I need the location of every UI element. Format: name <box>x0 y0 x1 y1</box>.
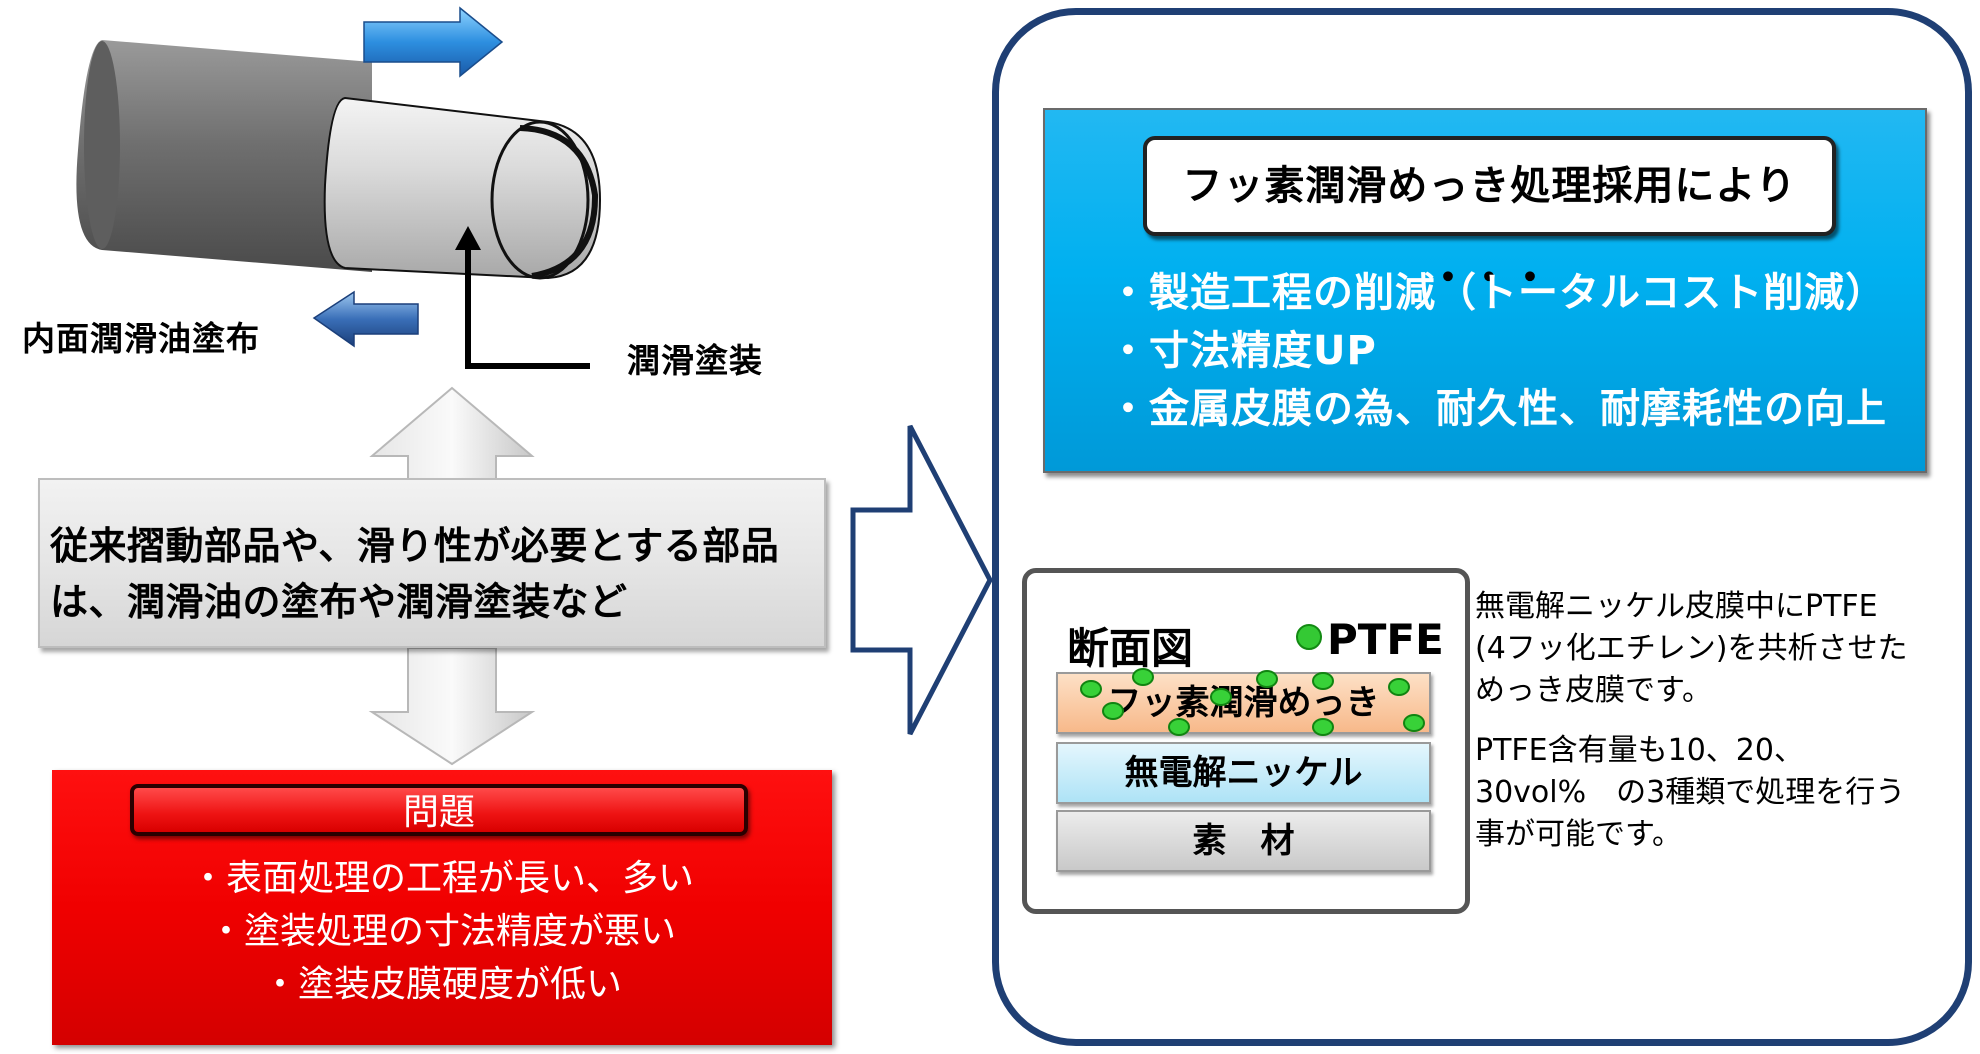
benefits-title: フッ素潤滑めっき処理採用により ・・・ <box>1143 136 1836 301</box>
problem-item: ・塗装処理の寸法精度が悪い <box>207 911 676 952</box>
description-line: めっき皮膜です。 <box>1475 673 1712 708</box>
right-arrow-icon <box>850 424 993 736</box>
benefit-item: ・寸法精度UP <box>1108 328 1377 374</box>
ptfe-particle <box>1256 670 1278 688</box>
ptfe-particle <box>1403 714 1425 732</box>
benefits-list: ・製造工程の削減（トータルコスト削減） ・寸法精度UP ・金属皮膜の為、耐久性、… <box>1108 264 1887 438</box>
description-line: 事が可能です。 <box>1475 817 1682 852</box>
problem-item: ・表面処理の工程が長い、多い <box>189 858 694 899</box>
description-line: (4フッ化エチレン)を共析させた <box>1475 631 1908 666</box>
coating-pointer <box>465 242 590 369</box>
outer-cylinder <box>76 40 373 272</box>
ptfe-particle <box>1080 680 1102 698</box>
ptfe-particle <box>1102 702 1124 720</box>
arrow-left-icon <box>312 290 419 348</box>
problem-item: ・塗装皮膜硬度が低い <box>261 964 622 1005</box>
conventional-line-2: は、潤滑油の塗布や潤滑塗装など <box>50 580 628 624</box>
benefit-item: ・製造工程の削減（トータルコスト削減） <box>1108 270 1887 316</box>
conventional-method-box: 従来摺動部品や、滑り性が必要とする部品 は、潤滑油の塗布や潤滑塗装など <box>38 478 826 648</box>
description-paragraph-1: 無電解ニッケル皮膜中にPTFE (4フッ化エチレン)を共析させた めっき皮膜です… <box>1475 586 1908 712</box>
ptfe-legend-icon <box>1296 624 1322 650</box>
ptfe-legend-label: PTFE <box>1327 615 1444 664</box>
layer-electroless-nickel: 無電解ニッケル <box>1056 742 1431 804</box>
ptfe-particle <box>1312 718 1334 736</box>
description-line: 30vol% の3種類で処理を行う <box>1475 775 1906 810</box>
problem-title: 問題 <box>130 784 748 836</box>
coating-pointer-head <box>455 226 481 250</box>
inner-cylinder <box>323 96 602 280</box>
arrow-right-icon <box>363 6 504 78</box>
description-paragraph-2: PTFE含有量も10、20、 30vol% の3種類で処理を行う 事が可能です。 <box>1475 730 1905 856</box>
ptfe-particle <box>1132 668 1154 686</box>
benefit-item: ・金属皮膜の為、耐久性、耐摩耗性の向上 <box>1108 386 1887 432</box>
problem-list: ・表面処理の工程が長い、多い ・塗装処理の寸法精度が悪い ・塗装皮膜硬度が低い <box>52 852 832 1011</box>
ptfe-particle <box>1388 678 1410 696</box>
lubricant-coating-label: 潤滑塗装 <box>627 341 763 380</box>
description-line: PTFE含有量も10、20、 <box>1475 733 1804 768</box>
layer-base-material: 素 材 <box>1056 810 1431 872</box>
inner-lubricant-label: 内面潤滑油塗布 <box>22 319 260 358</box>
description-line: 無電解ニッケル皮膜中にPTFE <box>1475 589 1878 624</box>
conventional-line-1: 従来摺動部品や、滑り性が必要とする部品 <box>50 524 780 568</box>
ptfe-particle <box>1312 672 1334 690</box>
ptfe-particle <box>1168 718 1190 736</box>
cylinder-illustration <box>76 6 602 369</box>
cross-section-title: 断面図 <box>1067 624 1194 673</box>
ptfe-particle <box>1210 688 1232 706</box>
